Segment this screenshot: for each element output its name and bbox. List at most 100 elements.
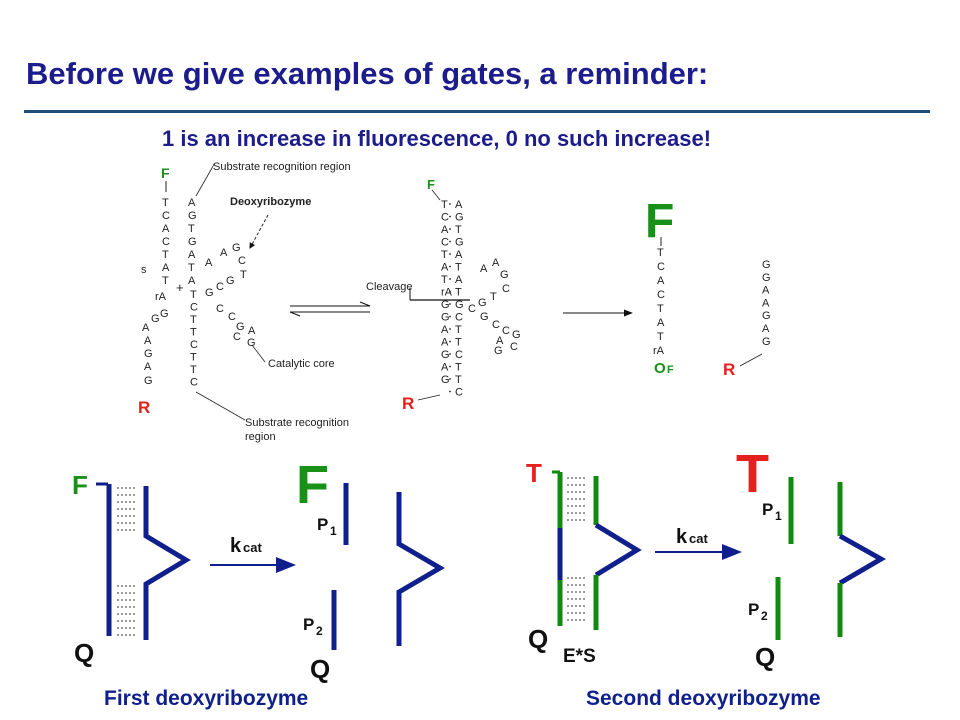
complex-left-base-13: A [441,362,449,374]
substrate-base-2: A [162,223,170,235]
complex-right-base-14: T [455,374,462,386]
complex-core-base-3: C [502,283,510,295]
loop-base-2: A [142,322,150,334]
product-right-base-1: G [762,272,771,284]
complex-core-base-9: C [502,325,510,337]
product-left-base-6: T [657,331,664,343]
complex-left-base-2: A [441,224,449,236]
second-p1-label: P [762,500,773,519]
pair-dot-13 [449,365,451,368]
title-rule [24,110,930,113]
complex-right-base-9: C [455,312,463,324]
complex-right-base-3: G [455,237,464,249]
second-p2-label: P [748,600,759,619]
complex-core-base-2: G [500,269,509,281]
complex-left-base-3: C [441,237,449,249]
core-base-13: G [247,337,256,349]
first-p2-sub: 2 [316,624,323,638]
core-base-7: G [205,287,214,299]
product-right-base-3: A [762,297,770,309]
fluorophore-label: F [161,165,170,181]
complex-right-base-5: T [455,262,462,274]
first-pair-dots-lower [117,585,137,636]
complex-core-base-7: G [480,311,489,323]
first-kcat-sub: cat [243,540,262,555]
pair-dot-10 [449,328,451,330]
second-pair-dots-lower [567,577,587,621]
complex-core-base-13: G [494,345,503,357]
enzyme-lower-base-7: C [190,377,198,389]
core-base-9: C [228,311,236,323]
complex-left-base-11: A [441,337,449,349]
complex-pair-dots [449,203,451,393]
enzyme-lower-base-4: C [190,339,198,351]
core-base-4: T [240,269,247,281]
product-right-base-4: G [762,310,771,322]
complex-left-base-12: G [441,349,450,361]
complex-core-base-11: A [496,335,504,347]
deoxyribozyme-label: Deoxyribozyme [230,196,311,208]
complex-right-base-13: T [455,362,462,374]
enzyme-lower-base-6: T [190,364,197,376]
slide-subtitle: 1 is an increase in fluorescence, 0 no s… [162,126,712,151]
enzyme-base-6: A [188,275,196,287]
pair-dot-4 [449,253,451,255]
complex-left-base-4: T [441,249,448,261]
product-left-base-5: A [657,317,665,329]
loop-base-6: G [144,375,153,387]
second-pair-dots-upper [567,477,587,521]
plus-sign: + [176,280,184,295]
lower-region-pointer [195,391,246,421]
product-left-base-3: C [657,289,665,301]
first-product-f-label: F [296,455,329,515]
substrate-base-4: T [162,249,169,261]
complex-right-base-2: T [455,224,462,236]
quencher-label: R [138,398,150,417]
core-base-0: A [205,257,213,269]
enzyme-lower-base-2: T [190,314,197,326]
core-base-5: G [226,275,235,287]
first-product-q-label: Q [310,654,330,684]
cleavage-label: Cleavage [366,281,412,293]
first-p2-label: P [303,615,314,634]
substrate-region-top-label: Substrate recognition region [213,161,351,173]
first-pair-dots-upper [117,487,137,531]
pair-dot-3 [449,240,451,243]
substrate-s-label: s [141,264,147,276]
loop-base-1: G [151,313,160,325]
complex-core-base-10: G [512,329,521,341]
substrate-region-bottom-label-2: region [245,431,276,443]
enzyme-lower-base-0: T [190,289,197,301]
pair-dot-2 [449,228,451,230]
product-left-base-1: C [657,261,665,273]
loop-base-4: G [144,348,153,360]
complex-core-base-6: C [468,303,476,315]
complex-right-base-15: C [455,387,463,399]
substrate-base-5: A [162,262,170,274]
upper-region-pointer [195,163,215,197]
product-quencher-label: R [723,360,735,379]
slide-title: Before we give examples of gates, a remi… [26,56,709,91]
first-p1-sub: 1 [330,524,337,538]
first-f-label: F [72,470,88,500]
second-product-q-label: Q [755,642,775,672]
pair-dot-12 [449,353,451,355]
complex-core-base-8: C [492,319,500,331]
substrate-base-6: T [162,275,169,287]
complex-left-base-6: T [441,274,448,286]
second-kcat-sub: cat [689,531,708,546]
first-p1-label: P [317,515,328,534]
enzyme-base-2: T [188,223,195,235]
core-pointer [251,344,266,363]
product-left-base-7: rA [653,345,665,357]
